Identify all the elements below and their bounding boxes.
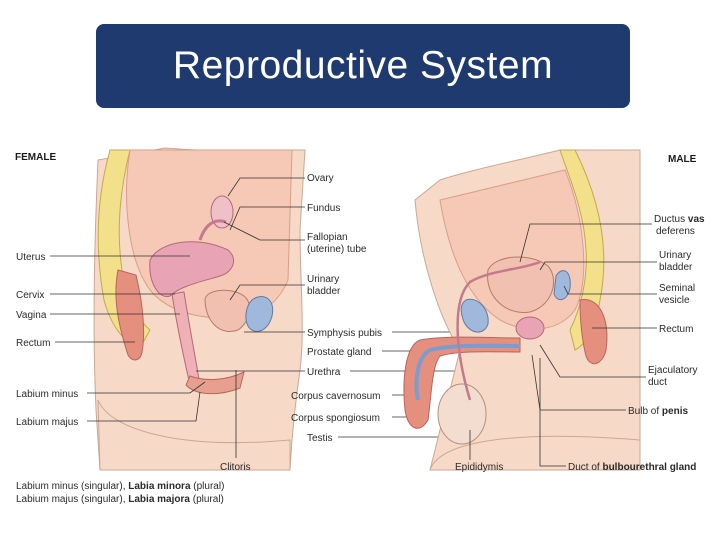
- female-rectum-shape: [115, 269, 145, 361]
- label-ductus-2: deferens: [656, 226, 695, 237]
- label-vagina: Vagina: [16, 310, 47, 321]
- female-uterus-shape: [149, 241, 235, 298]
- label-corpus-spongiosum: Corpus spongiosum: [291, 413, 380, 424]
- label-labium-minus: Labium minus: [16, 389, 78, 400]
- label-urinary-bladder-f-2: bladder: [307, 286, 341, 297]
- male-prostate-shape: [515, 316, 545, 340]
- female-illustration: [93, 147, 306, 471]
- label-symphysis-pubis: Symphysis pubis: [307, 328, 382, 339]
- label-duct-bulbourethral: Duct of bulbourethral gland: [568, 462, 696, 473]
- female-sacrum: [97, 149, 151, 349]
- male-rectum-shape: [579, 299, 608, 365]
- label-fallopian-2: (uterine) tube: [307, 244, 367, 255]
- label-urinary-bladder-m-2: bladder: [659, 262, 693, 273]
- male-leader-lines: [469, 223, 657, 467]
- label-urinary-bladder-m-1: Urinary: [659, 250, 691, 261]
- female-leader-lines: [50, 177, 305, 458]
- label-urinary-bladder-f-1: Urinary: [307, 274, 339, 285]
- female-header: FEMALE: [15, 152, 56, 163]
- female-symphysis-shape: [245, 296, 274, 332]
- label-rectum-f: Rectum: [16, 338, 50, 349]
- male-testis-shape: [437, 383, 487, 445]
- label-fallopian-1: Fallopian: [307, 232, 348, 243]
- male-spongiosum-shape: [414, 343, 521, 401]
- label-ejaculatory-1: Ejaculatory: [648, 365, 697, 376]
- label-epididymis: Epididymis: [455, 462, 503, 473]
- label-testis: Testis: [307, 433, 333, 444]
- label-cervix: Cervix: [16, 290, 44, 301]
- label-urethra: Urethra: [307, 367, 341, 378]
- male-seminal-shape: [553, 270, 571, 301]
- male-thigh: [429, 435, 641, 471]
- title-banner: Reproductive System: [96, 24, 630, 108]
- label-ejaculatory-2: duct: [648, 377, 667, 388]
- label-uterus: Uterus: [16, 252, 45, 263]
- female-tube-shape: [198, 219, 227, 241]
- note-labium-minus: Labium minus (singular), Labia minora (p…: [16, 481, 224, 492]
- label-fundus: Fundus: [307, 203, 340, 214]
- label-corpus-cavernosum: Corpus cavernosum: [291, 391, 380, 402]
- label-ductus-1: Ductus vas: [654, 214, 705, 225]
- male-sacrum: [559, 149, 605, 351]
- label-seminal-1: Seminal: [659, 283, 695, 294]
- male-penis-shape: [403, 336, 521, 429]
- male-illustration: [403, 149, 641, 471]
- label-bulb-of-penis: Bulb of penis: [628, 406, 688, 417]
- page-title: Reproductive System: [172, 44, 554, 87]
- note-labium-majus: Labium majus (singular), Labia majora (p…: [16, 494, 224, 505]
- male-ductus-shape: [456, 260, 541, 401]
- label-ovary: Ovary: [307, 173, 334, 184]
- female-thigh: [97, 399, 291, 471]
- male-symphysis-shape: [460, 298, 489, 333]
- label-prostate-gland: Prostate gland: [307, 347, 372, 358]
- label-seminal-2: vesicle: [659, 295, 690, 306]
- label-clitoris: Clitoris: [220, 462, 251, 473]
- label-rectum-m: Rectum: [659, 324, 693, 335]
- label-labium-majus: Labium majus: [16, 417, 78, 428]
- male-header: MALE: [668, 154, 697, 165]
